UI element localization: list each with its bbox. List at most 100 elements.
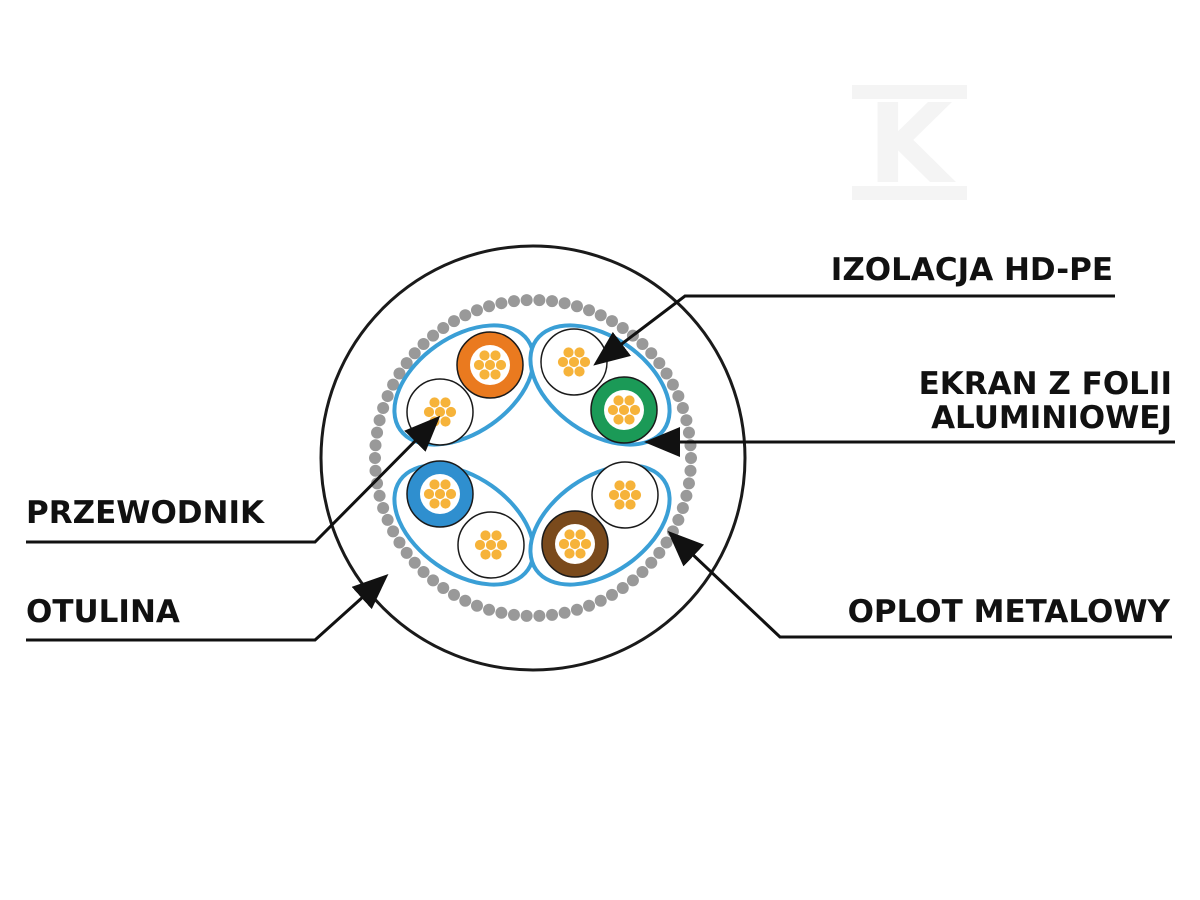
copper-strand <box>618 404 630 416</box>
copper-strand <box>573 365 586 378</box>
braid-strand <box>672 390 685 403</box>
copper-strand <box>439 415 452 428</box>
copper-strand <box>623 394 636 407</box>
label-conductor: PRZEWODNIK <box>26 495 265 531</box>
copper-strand <box>479 548 492 561</box>
copper-strand <box>623 413 636 426</box>
braid-strand <box>533 294 546 307</box>
copper-strand <box>608 489 620 501</box>
label-foil-line1: EKRAN Z FOLII <box>919 366 1172 402</box>
twisted-pairs <box>392 323 672 587</box>
braid-strand <box>393 536 406 549</box>
copper-strand <box>473 359 485 371</box>
braid-strand <box>583 304 596 317</box>
copper-strand <box>423 488 435 500</box>
braid-strand <box>676 401 689 414</box>
copper-strand <box>624 479 637 492</box>
braid-strand <box>369 452 381 464</box>
braid-strand <box>408 347 421 360</box>
copper-strand <box>428 478 441 491</box>
braid-strand <box>685 452 697 464</box>
braid-strand <box>672 513 685 526</box>
braid-strand <box>427 574 440 587</box>
braid-strand <box>470 599 483 612</box>
copper-strand <box>484 359 496 371</box>
braid-strand <box>437 582 450 595</box>
copper-strand <box>563 547 576 560</box>
braid-strand <box>570 300 583 313</box>
copper-strand <box>613 479 626 492</box>
braid-strand <box>594 309 607 322</box>
braid-strand <box>369 464 382 477</box>
copper-strand <box>478 368 491 381</box>
braid-strand <box>381 390 394 403</box>
braid-strand <box>660 536 673 549</box>
braid-strand <box>495 606 508 619</box>
copper-strand <box>613 498 626 511</box>
braid-strand <box>660 367 673 380</box>
copper-strand <box>439 478 452 491</box>
braid-strand <box>520 609 533 622</box>
braid-strand <box>606 588 618 601</box>
copper-strand <box>580 538 592 550</box>
braid-strand <box>373 489 386 502</box>
watermark-logo: K <box>852 80 967 208</box>
braid-strand <box>653 357 666 370</box>
braid-strand <box>636 565 649 578</box>
braid-strand <box>666 378 679 391</box>
braid-strand <box>645 556 658 569</box>
braid-strand <box>507 608 520 621</box>
copper-strand <box>574 528 587 541</box>
copper-strand <box>562 365 575 378</box>
copper-strand <box>485 539 497 551</box>
copper-strand <box>568 356 580 368</box>
insulated-wire <box>540 328 608 396</box>
label-jacket: OTULINA <box>26 594 180 630</box>
copper-strand <box>445 406 457 418</box>
braid-strand <box>520 294 533 307</box>
braid-strand <box>373 414 386 427</box>
copper-strand <box>563 528 576 541</box>
braid-strand <box>377 401 390 414</box>
braid-strand <box>495 297 508 310</box>
copper-strand <box>434 488 446 500</box>
copper-strand <box>562 346 575 359</box>
metal-braid <box>369 294 697 622</box>
leader-insulation <box>593 294 1115 366</box>
braid-strand <box>570 603 583 616</box>
braid-strand <box>533 609 546 622</box>
braid-strand <box>507 295 520 308</box>
braid-strand <box>558 297 571 310</box>
copper-strand <box>612 413 625 426</box>
braid-strand <box>616 321 629 334</box>
copper-strand <box>478 349 491 362</box>
braid-strand <box>448 588 460 601</box>
braid-strand <box>636 338 649 351</box>
braid-strand <box>470 304 483 317</box>
copper-strand <box>579 356 591 368</box>
copper-strand <box>489 349 502 362</box>
braid-strand <box>682 477 695 490</box>
braid-strand <box>680 414 693 427</box>
braid-strand <box>371 426 384 439</box>
braid-strand <box>606 315 618 328</box>
braid-strand <box>680 489 693 502</box>
braid-strand <box>427 329 440 342</box>
braid-strand <box>381 513 394 526</box>
outer-jacket <box>319 244 747 672</box>
braid-strand <box>483 300 496 313</box>
copper-strand <box>489 368 502 381</box>
watermark-letter: K <box>867 80 956 208</box>
label-foil-line2: ALUMINIOWEJ <box>931 400 1172 436</box>
braid-strand <box>437 321 450 334</box>
copper-strand <box>495 359 507 371</box>
leader-lines <box>26 294 1175 642</box>
copper-strand <box>574 547 587 560</box>
braid-strand <box>387 525 400 538</box>
copper-strand <box>490 548 503 561</box>
copper-strand <box>630 489 642 501</box>
leader-braid <box>667 530 1172 639</box>
braid-strand <box>626 574 639 587</box>
insulated-wire <box>406 460 474 528</box>
braid-strand <box>684 464 697 477</box>
